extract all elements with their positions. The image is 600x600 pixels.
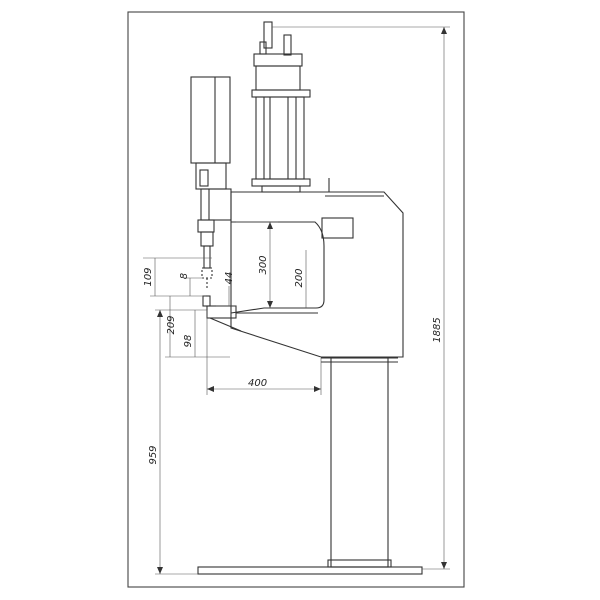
welding-head xyxy=(190,76,232,290)
pneumatic-cylinder xyxy=(251,21,311,193)
dim-arm-reach: 400 xyxy=(248,378,267,389)
dim-throat-height: 300 xyxy=(258,255,269,274)
lower-electrode xyxy=(202,295,211,307)
dim-column-height: 959 xyxy=(148,445,159,464)
dim-overall-height: 1885 xyxy=(432,317,443,342)
dim-electrode-gap: 44 xyxy=(224,272,235,285)
dim-lower-electrode: 98 xyxy=(183,335,194,348)
drawing-frame xyxy=(127,11,465,588)
column xyxy=(321,357,398,568)
dim-throat-inner: 200 xyxy=(294,268,305,287)
dim-lower-arm-height: 209 xyxy=(166,315,177,334)
dim-stroke: 8 xyxy=(179,273,190,279)
base-plate xyxy=(197,566,423,575)
dim-upper-electrode: 109 xyxy=(143,267,154,286)
control-panel-window xyxy=(321,217,354,239)
upper-electrode xyxy=(203,245,211,269)
c-frame-body xyxy=(230,178,404,358)
lower-arm xyxy=(202,295,242,332)
